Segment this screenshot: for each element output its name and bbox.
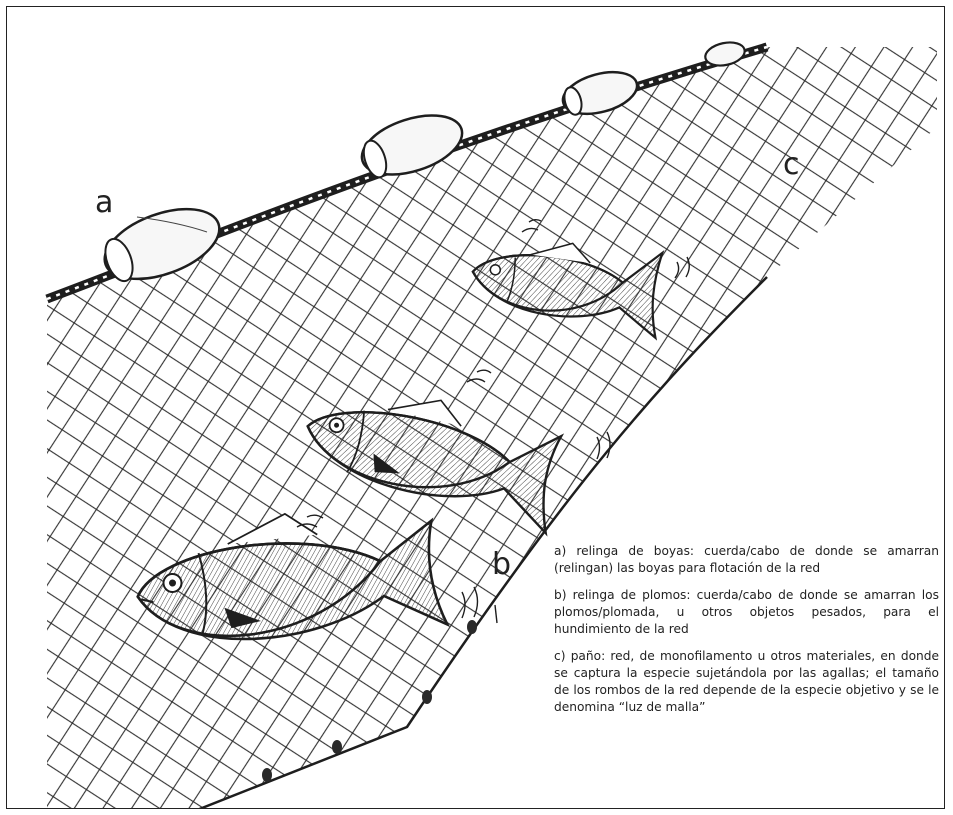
label-b: b [492,547,511,582]
diagram-frame: a b c a) relinga de boyas: cuerda/cabo d… [6,6,945,809]
label-c: c [783,147,800,182]
legend: a) relinga de boyas: cuerda/cabo de dond… [554,543,939,726]
legend-item-a: a) relinga de boyas: cuerda/cabo de dond… [554,543,939,577]
label-a: a [95,185,113,220]
legend-item-c: c) paño: red, de monofilamento u otros m… [554,648,939,716]
legend-item-b: b) relinga de plomos: cuerda/cabo de don… [554,587,939,638]
